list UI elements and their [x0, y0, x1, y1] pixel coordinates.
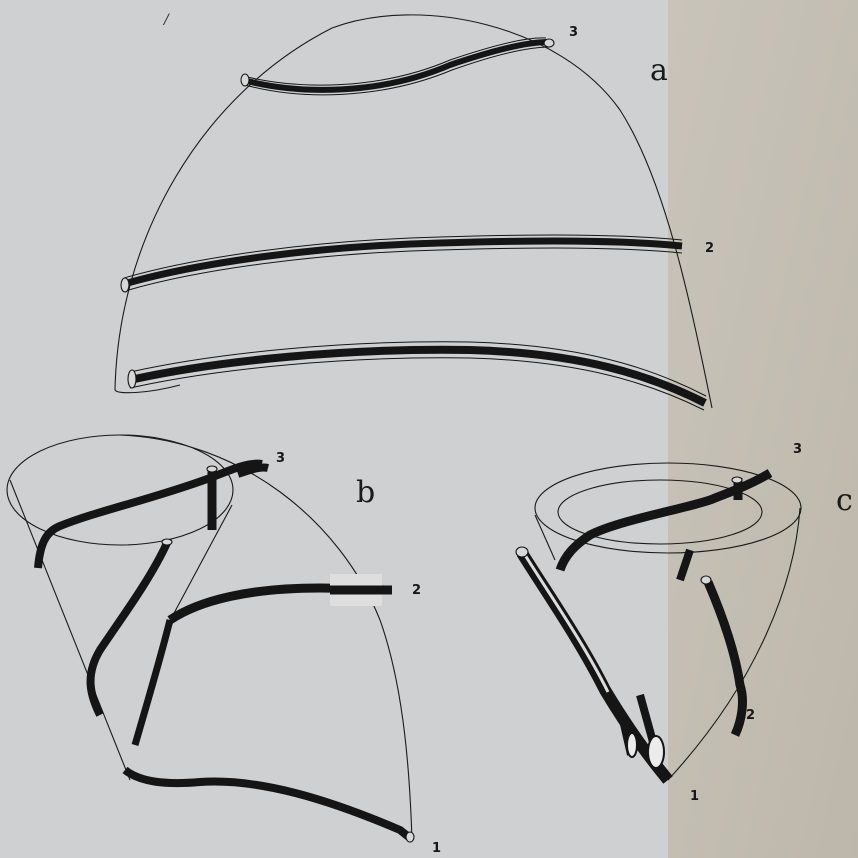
paper-strip: [668, 0, 858, 858]
panel-c-label: c: [836, 486, 853, 516]
panel-b-marker-1: 1: [432, 842, 441, 855]
panel-b-label: b: [356, 478, 375, 508]
panel-c-marker-3: 3: [793, 443, 802, 456]
panel-b-marker-3: 3: [276, 452, 285, 465]
panel-a-marker-3: 3: [569, 26, 578, 39]
panel-c-marker-1: 1: [690, 790, 699, 803]
panel-c-marker-2: 2: [746, 709, 755, 722]
panel-a-marker-2: 2: [705, 242, 714, 255]
panel-b-marker-2: 2: [412, 584, 421, 597]
panel-a-label: a: [650, 56, 668, 86]
corner-mark: /: [164, 12, 169, 28]
